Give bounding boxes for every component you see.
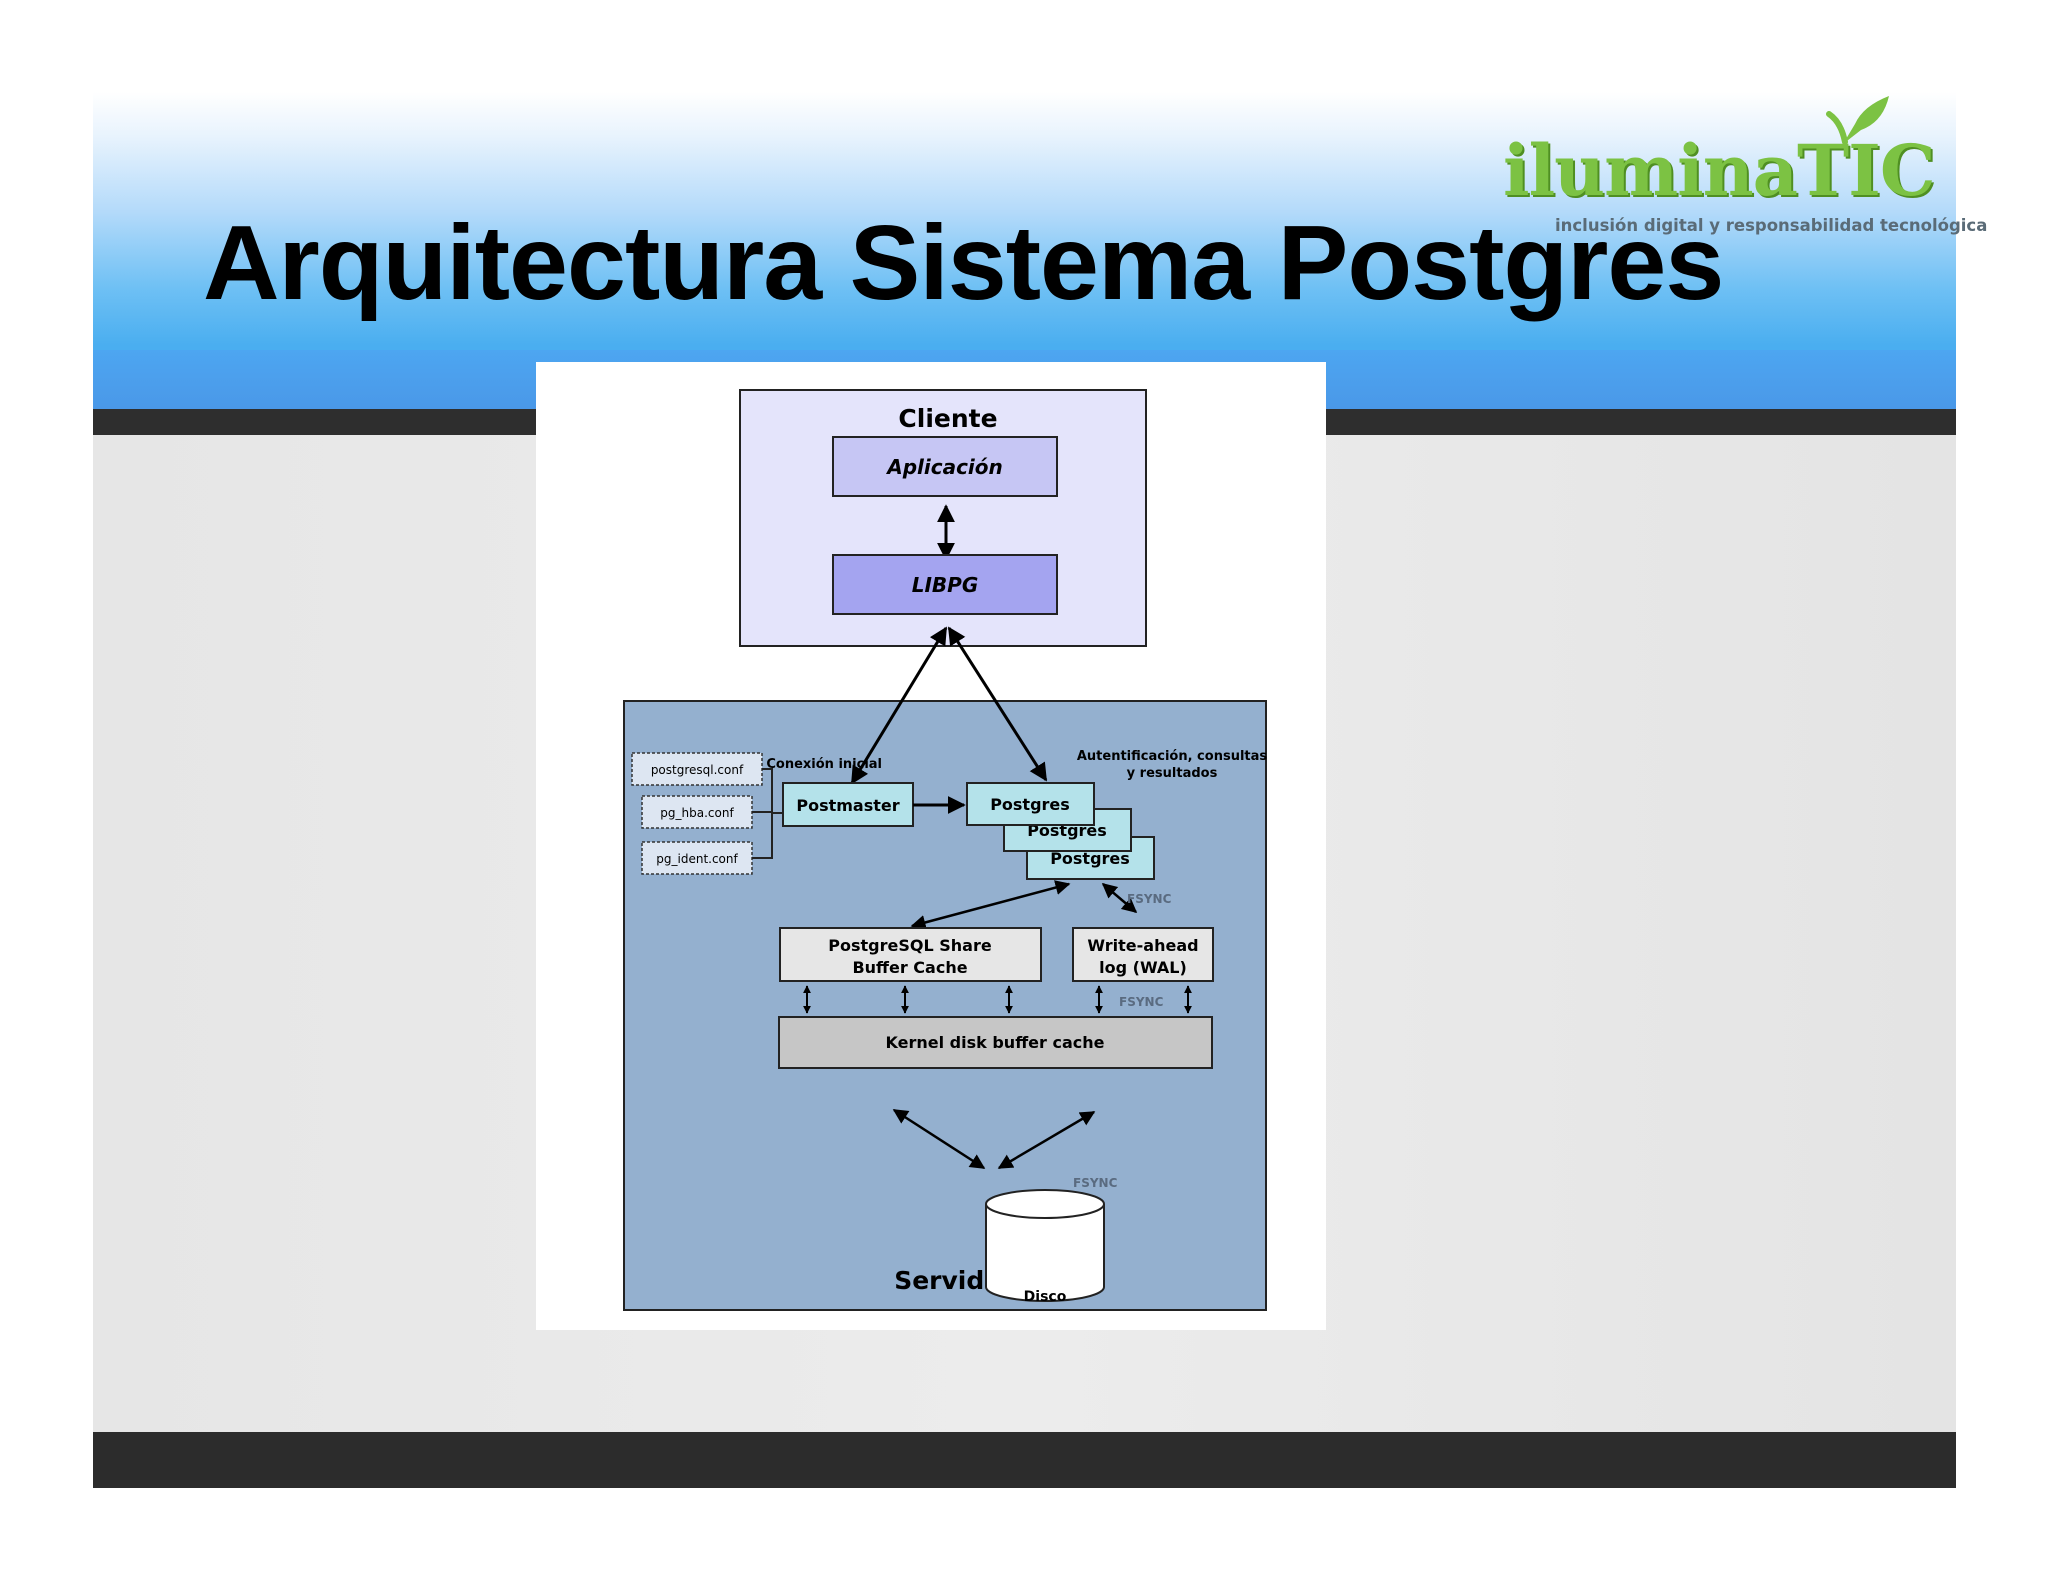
logo-name: iluminaTIC: [1503, 129, 1936, 212]
disk-top: [985, 1189, 1105, 1219]
architecture-diagram: Cliente Aplicación LIBPG Servidor Conexi…: [536, 362, 1326, 1330]
libpg-label: LIBPG: [912, 573, 979, 597]
fsync-label-kernel: FSYNC: [1119, 995, 1164, 1009]
postgres-frame: [966, 782, 1095, 826]
postmaster-frame: [782, 782, 914, 827]
config-file-frame: [631, 752, 763, 786]
aplicacion-frame: [832, 436, 1058, 497]
leaf-icon: [1826, 96, 1889, 145]
shared-buffer-frame: [779, 927, 1042, 982]
servidor-frame: [623, 700, 1267, 1311]
disk-icon: Disco: [985, 1189, 1105, 1305]
wal-frame: [1072, 927, 1214, 982]
shared-buffer-line1: PostgreSQL Share: [828, 936, 992, 955]
postgres-label: Postgres: [1050, 849, 1130, 868]
postgres-buffer-arrow: [910, 880, 1071, 930]
config-file-label: pg_ident.conf: [656, 852, 738, 866]
shared-buffer-box: PostgreSQL Share Buffer Cache: [779, 927, 1042, 982]
kernel-cache-frame: [778, 1016, 1213, 1069]
logo-tagline: inclusión digital y responsabilidad tecn…: [1555, 216, 1988, 235]
postmaster-label: Postmaster: [796, 796, 899, 815]
libpg-box: LIBPG: [832, 554, 1058, 615]
cliente-title: Cliente: [898, 404, 997, 433]
servidor-box: Servidor: [623, 700, 1267, 1311]
iluminatic-logo: iluminaTIC inclusión digital y responsab…: [1503, 92, 1987, 242]
wal-line2: log (WAL): [1099, 958, 1187, 977]
kernel-disk-arrow-right: [997, 1110, 1096, 1170]
kernel-cache-box: Kernel disk buffer cache: [778, 1016, 1213, 1069]
kernel-disk-arrow-left: [892, 1108, 986, 1170]
config-file-label: postgresql.conf: [651, 763, 744, 777]
fsync-label-disk: FSYNC: [1073, 1176, 1118, 1190]
config-file-label: pg_hba.conf: [660, 806, 734, 820]
aplicacion-box: Aplicación: [832, 436, 1058, 497]
config-file-frame: [641, 841, 753, 875]
wal-box: Write-ahead log (WAL): [1072, 927, 1214, 982]
config-file-pg-ident: pg_ident.conf: [641, 841, 753, 875]
wal-line1: Write-ahead: [1087, 936, 1198, 955]
postgres-wal-arrow: [1101, 883, 1138, 913]
config-file-postgresql: postgresql.conf: [631, 752, 763, 786]
shared-buffer-line2: Buffer Cache: [852, 958, 967, 977]
config-bracket: [752, 768, 783, 859]
disk-body: [985, 1204, 1105, 1302]
postgres-process-a: Postgres: [966, 782, 1095, 826]
fsync-label-wal: FSYNC: [1127, 892, 1172, 906]
footer-bar: [93, 1432, 1956, 1488]
config-file-pg-hba: pg_hba.conf: [641, 795, 753, 829]
libpg-postmaster-connection: [850, 626, 948, 785]
aplicacion-label: Aplicación: [885, 455, 1003, 479]
kernel-cache-label: Kernel disk buffer cache: [886, 1033, 1105, 1052]
postmaster-box: Postmaster: [782, 782, 914, 827]
slide-title: Arquitectura Sistema Postgres: [203, 204, 1724, 322]
autenticacion-label-line2: y resultados: [1127, 766, 1218, 781]
disk-label: Disco: [1024, 1289, 1067, 1305]
libpg-postgres-connection: [947, 626, 1048, 782]
libpg-frame: [832, 554, 1058, 615]
postgres-label: Postgres: [990, 795, 1070, 814]
autenticacion-label-line1: Autentificación, consultas: [1077, 749, 1268, 764]
